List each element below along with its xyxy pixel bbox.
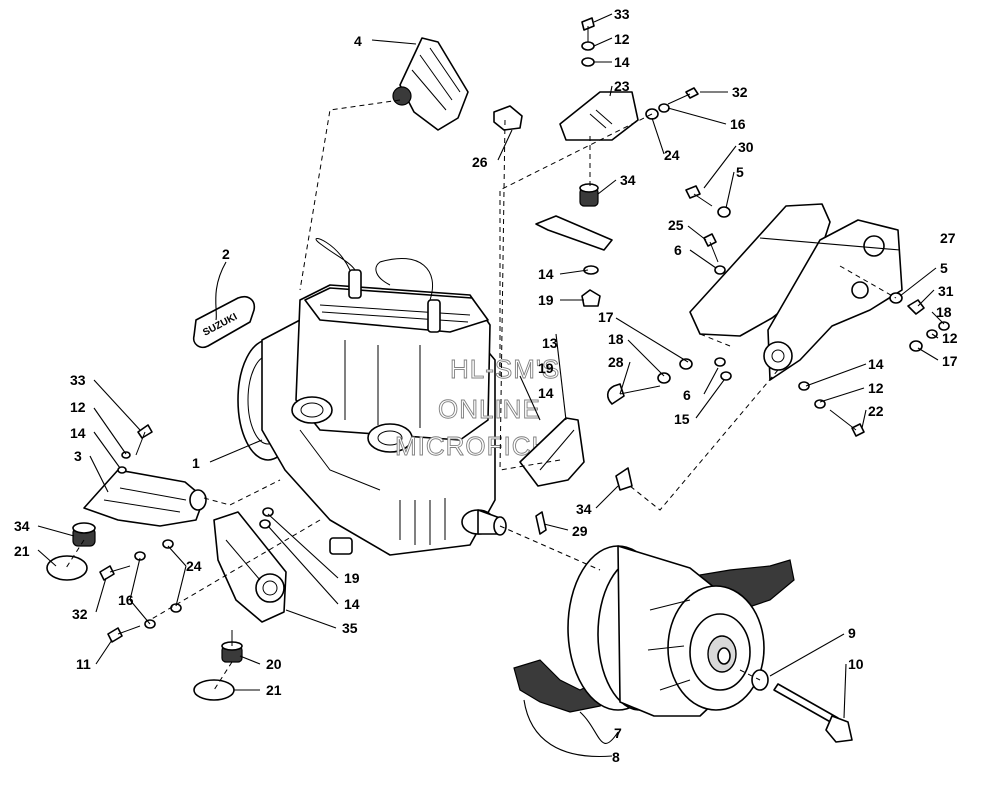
center-right-fasteners <box>606 357 865 437</box>
callout-12-lower-right: 12 <box>868 380 884 396</box>
callout-21-bottom: 21 <box>266 682 282 698</box>
bottom-rubber-mount <box>193 630 243 701</box>
callout-14-mid: 14 <box>538 266 554 282</box>
callout-5-top: 5 <box>736 164 744 180</box>
left-mount-bracket <box>83 469 207 527</box>
callout-6-top: 6 <box>674 242 682 258</box>
callout-15: 15 <box>674 411 690 427</box>
right-bracket-assembly <box>685 185 903 381</box>
callout-19-center: 19 <box>538 360 554 376</box>
engine-assembly <box>237 238 507 556</box>
callout-10: 10 <box>848 656 864 672</box>
callout-33-top: 33 <box>614 6 630 22</box>
callout-21-left: 21 <box>14 543 30 559</box>
callout-35: 35 <box>342 620 358 636</box>
left-rubber-mount <box>46 522 96 581</box>
callout-26: 26 <box>472 154 488 170</box>
callout-25: 25 <box>668 217 684 233</box>
watermark-line-2: ONLINE <box>438 394 541 424</box>
callout-30: 30 <box>738 139 754 155</box>
callout-2: 2 <box>222 246 230 262</box>
center-bracket <box>519 417 633 535</box>
callout-34-left: 34 <box>14 518 30 534</box>
callout-23: 23 <box>614 78 630 94</box>
callout-17-center: 17 <box>598 309 614 325</box>
callout-8: 8 <box>612 749 620 765</box>
callout-3: 3 <box>74 448 82 464</box>
callout-19-mid: 19 <box>538 292 554 308</box>
callout-24-top: 24 <box>664 147 680 163</box>
watermark: HL-SM'S ONLINE MICROFICHE <box>395 354 570 462</box>
callout-22: 22 <box>868 403 884 419</box>
callout-18-right: 18 <box>936 304 952 320</box>
callout-1: 1 <box>192 455 200 471</box>
callout-19-lower: 19 <box>344 570 360 586</box>
callout-33-left: 33 <box>70 372 86 388</box>
front-mount-stack <box>535 17 639 307</box>
callout-12-right: 12 <box>942 330 958 346</box>
callout-18-center: 18 <box>608 331 624 347</box>
decal-part: SUZUKI <box>192 295 256 349</box>
callout-24-left: 24 <box>186 558 202 574</box>
right-side-fasteners <box>889 292 950 352</box>
callout-14-lower: 14 <box>344 596 360 612</box>
callout-14-right: 14 <box>868 356 884 372</box>
callout-14-top: 14 <box>614 54 630 70</box>
leader-lines <box>37 13 945 758</box>
callout-7: 7 <box>614 725 622 741</box>
recoil-starter-part <box>392 37 523 131</box>
callout-11: 11 <box>76 656 91 672</box>
callout-4: 4 <box>354 33 362 49</box>
callout-34-top: 34 <box>620 172 636 188</box>
callout-12-left: 12 <box>70 399 86 415</box>
callout-29: 29 <box>572 523 588 539</box>
callout-6-center: 6 <box>683 387 691 403</box>
callout-13: 13 <box>542 335 558 351</box>
callout-labels: 33 12 14 23 32 16 24 34 30 5 25 6 27 5 3… <box>14 6 958 765</box>
callout-27: 27 <box>940 230 956 246</box>
callout-17-right: 17 <box>942 353 958 369</box>
callout-5-right: 5 <box>940 260 948 276</box>
callout-12-top: 12 <box>614 31 630 47</box>
callout-34-center: 34 <box>576 501 592 517</box>
callout-31: 31 <box>938 283 954 299</box>
drive-clutch <box>513 545 795 717</box>
callout-20: 20 <box>266 656 282 672</box>
watermark-line-1: HL-SM'S <box>450 354 560 384</box>
callout-32-left: 32 <box>72 606 88 622</box>
callout-32-top: 32 <box>732 84 748 100</box>
lower-bracket <box>213 511 287 623</box>
callout-9: 9 <box>848 625 856 641</box>
callout-14-center: 14 <box>538 385 554 401</box>
callout-14-left: 14 <box>70 425 86 441</box>
callout-16-top: 16 <box>730 116 746 132</box>
clutch-bolt <box>751 669 853 743</box>
callout-28: 28 <box>608 354 624 370</box>
callout-16-left: 16 <box>118 592 134 608</box>
